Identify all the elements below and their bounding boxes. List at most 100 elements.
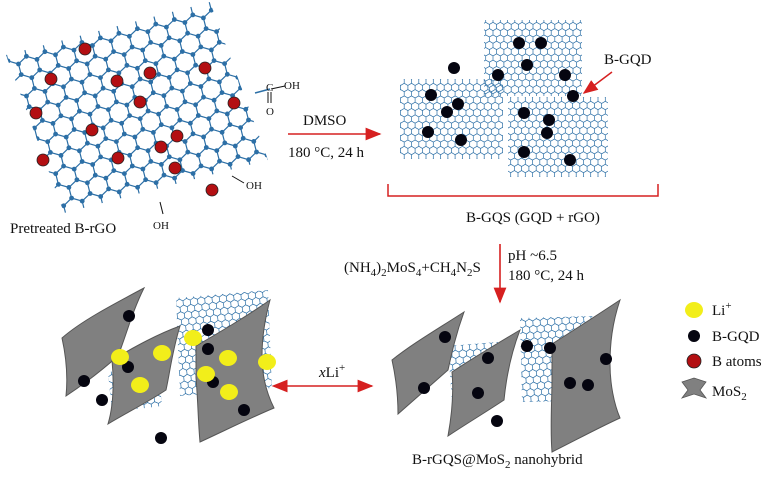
lattice-atom bbox=[291, 180, 296, 185]
lattice-atom bbox=[124, 62, 130, 68]
lattice-atom bbox=[185, 70, 191, 76]
lattice-atom bbox=[198, 203, 204, 208]
lattice-atom bbox=[77, 108, 82, 114]
lattice-atom bbox=[0, 185, 3, 190]
lattice-atom bbox=[201, 15, 206, 21]
mos2-ribbon-right-3 bbox=[550, 298, 621, 453]
lattice-atom bbox=[0, 66, 2, 71]
lattice-atom bbox=[217, 158, 222, 164]
lattice-atom bbox=[264, 33, 268, 39]
lattice-atom bbox=[270, 15, 275, 20]
lattice-atom bbox=[304, 35, 309, 40]
b-gqd-dot bbox=[418, 382, 430, 394]
lattice-atom bbox=[11, 198, 16, 204]
lattice-atom bbox=[185, 189, 191, 195]
lattice-atom bbox=[209, 166, 215, 172]
lattice-atom bbox=[238, 244, 243, 249]
lattice-atom bbox=[164, 24, 169, 30]
lattice-atom bbox=[66, 145, 72, 151]
lattice-atom bbox=[217, 198, 223, 204]
lattice-atom bbox=[90, 162, 96, 167]
lattice-atom bbox=[238, 125, 244, 130]
lattice-atom bbox=[161, 172, 167, 178]
lattice-atom bbox=[100, 125, 106, 131]
boron-atom bbox=[143, 66, 157, 80]
lattice-atom bbox=[272, 66, 277, 71]
lattice-atom bbox=[251, 139, 257, 144]
lattice-atom bbox=[1, 196, 6, 201]
lattice-atom bbox=[90, 241, 95, 246]
b-gqs-quadrants bbox=[400, 20, 608, 177]
lattice-atom bbox=[95, 143, 101, 149]
lattice-atom bbox=[63, 15, 69, 21]
b-gqs-label: B-GQS (GQD + rGO) bbox=[466, 210, 600, 226]
lattice-atom bbox=[248, 167, 254, 173]
lattice-atom bbox=[243, 106, 249, 112]
lattice-atom bbox=[206, 0, 211, 2]
li-ion bbox=[184, 330, 202, 346]
lattice-atom bbox=[26, 143, 32, 149]
b-gqd-dot bbox=[600, 353, 612, 365]
hydroxyl-group-1: OH bbox=[231, 175, 262, 192]
lattice-atom bbox=[32, 86, 37, 91]
legend-bgqd-swatch bbox=[688, 330, 700, 342]
lattice-atom bbox=[256, 200, 262, 205]
lattice-atom bbox=[137, 76, 143, 82]
lattice-atom bbox=[217, 79, 222, 85]
lattice-atom bbox=[198, 44, 204, 50]
lattice-atom bbox=[79, 79, 85, 85]
lattice-atom bbox=[39, 2, 45, 4]
lattice-atom bbox=[21, 122, 27, 128]
lattice-atom bbox=[37, 186, 43, 192]
lattice-atom bbox=[18, 72, 24, 77]
lattice-atom bbox=[158, 43, 164, 48]
lattice-atom bbox=[10, 40, 16, 45]
lattice-atom bbox=[235, 35, 241, 41]
lattice-atom bbox=[219, 10, 225, 16]
b-gqd-dot bbox=[544, 342, 556, 354]
boron-atom bbox=[110, 74, 124, 88]
b-gqd-dot bbox=[559, 69, 571, 81]
lattice-atom bbox=[140, 126, 146, 132]
lattice-atom bbox=[256, 81, 262, 86]
lattice-atom bbox=[246, 237, 251, 242]
lattice-atom bbox=[233, 223, 238, 228]
li-ion bbox=[220, 384, 238, 400]
lattice-atom bbox=[227, 3, 233, 8]
lattice-atom bbox=[8, 148, 14, 154]
b-gqd-dot bbox=[78, 375, 90, 387]
lattice-atom bbox=[119, 120, 125, 126]
lattice-atom bbox=[135, 26, 140, 32]
lattice-atom bbox=[103, 17, 108, 22]
lattice-atom bbox=[196, 152, 201, 158]
lattice-atom bbox=[66, 66, 72, 71]
lattice-atom bbox=[121, 12, 127, 18]
lattice-atom bbox=[161, 53, 167, 59]
lattice-atom bbox=[127, 232, 132, 237]
lattice-atom bbox=[280, 98, 285, 103]
b-gqd-dot bbox=[202, 324, 214, 336]
b-gqd-dot bbox=[492, 69, 504, 81]
lattice-atom bbox=[116, 30, 122, 36]
lattice-atom bbox=[48, 150, 53, 155]
b-gqd-dot bbox=[582, 379, 594, 391]
lattice-atom bbox=[143, 217, 148, 222]
lattice-atom bbox=[22, 242, 27, 247]
lattice-atom bbox=[135, 145, 141, 151]
lattice-atom bbox=[158, 3, 164, 9]
lattice-atom bbox=[222, 140, 228, 146]
lattice-atom bbox=[111, 88, 117, 94]
lattice-atom bbox=[71, 8, 77, 13]
boron-atom bbox=[36, 153, 50, 167]
legend-mos2-label: MoS2 bbox=[712, 384, 747, 403]
lattice-atom bbox=[198, 84, 204, 89]
lattice-atom bbox=[166, 154, 172, 160]
lattice-atom bbox=[69, 76, 74, 82]
lattice-atom bbox=[196, 232, 201, 237]
lattice-atom bbox=[109, 237, 114, 242]
lattice-atom bbox=[214, 108, 220, 114]
lattice-atom bbox=[77, 148, 82, 154]
lattice-atom bbox=[93, 212, 98, 213]
lattice-atom bbox=[180, 168, 185, 173]
